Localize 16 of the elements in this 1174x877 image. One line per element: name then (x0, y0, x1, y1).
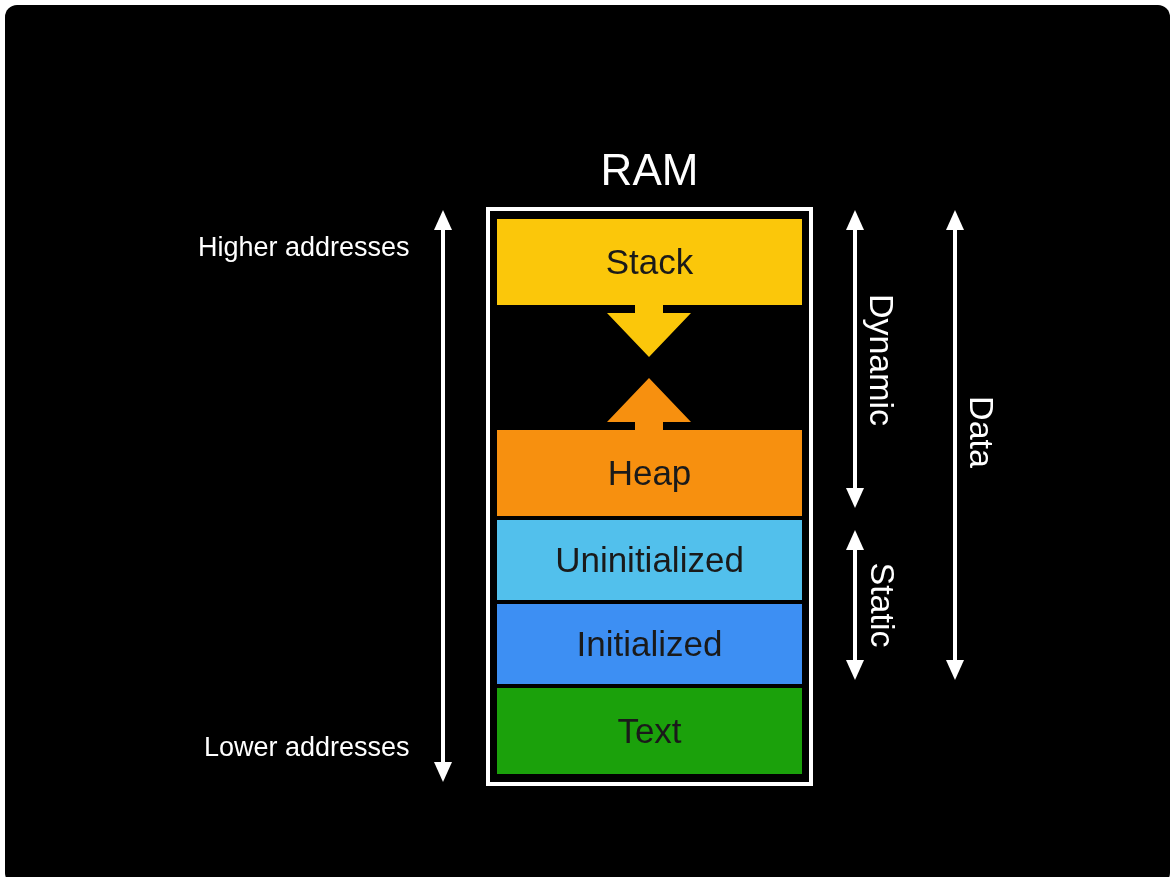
memory-segment (497, 430, 802, 516)
memory-segment (497, 688, 802, 774)
memory-segment (497, 219, 802, 305)
segment-label: Initialized (576, 624, 723, 664)
segment-label: Uninitialized (555, 540, 744, 580)
memory-segment (497, 604, 802, 684)
address-label: Lower addresses (204, 733, 410, 761)
segment-label: Text (617, 711, 682, 751)
region-label: Data (964, 396, 999, 468)
memory-segment (497, 520, 802, 600)
region-label: Dynamic (865, 293, 900, 427)
address-label: Higher addresses (198, 233, 410, 261)
segment-label: Heap (607, 453, 692, 493)
region-label: Static (865, 562, 899, 648)
ram-heading: RAM (599, 145, 700, 195)
segment-label: Stack (605, 242, 694, 282)
